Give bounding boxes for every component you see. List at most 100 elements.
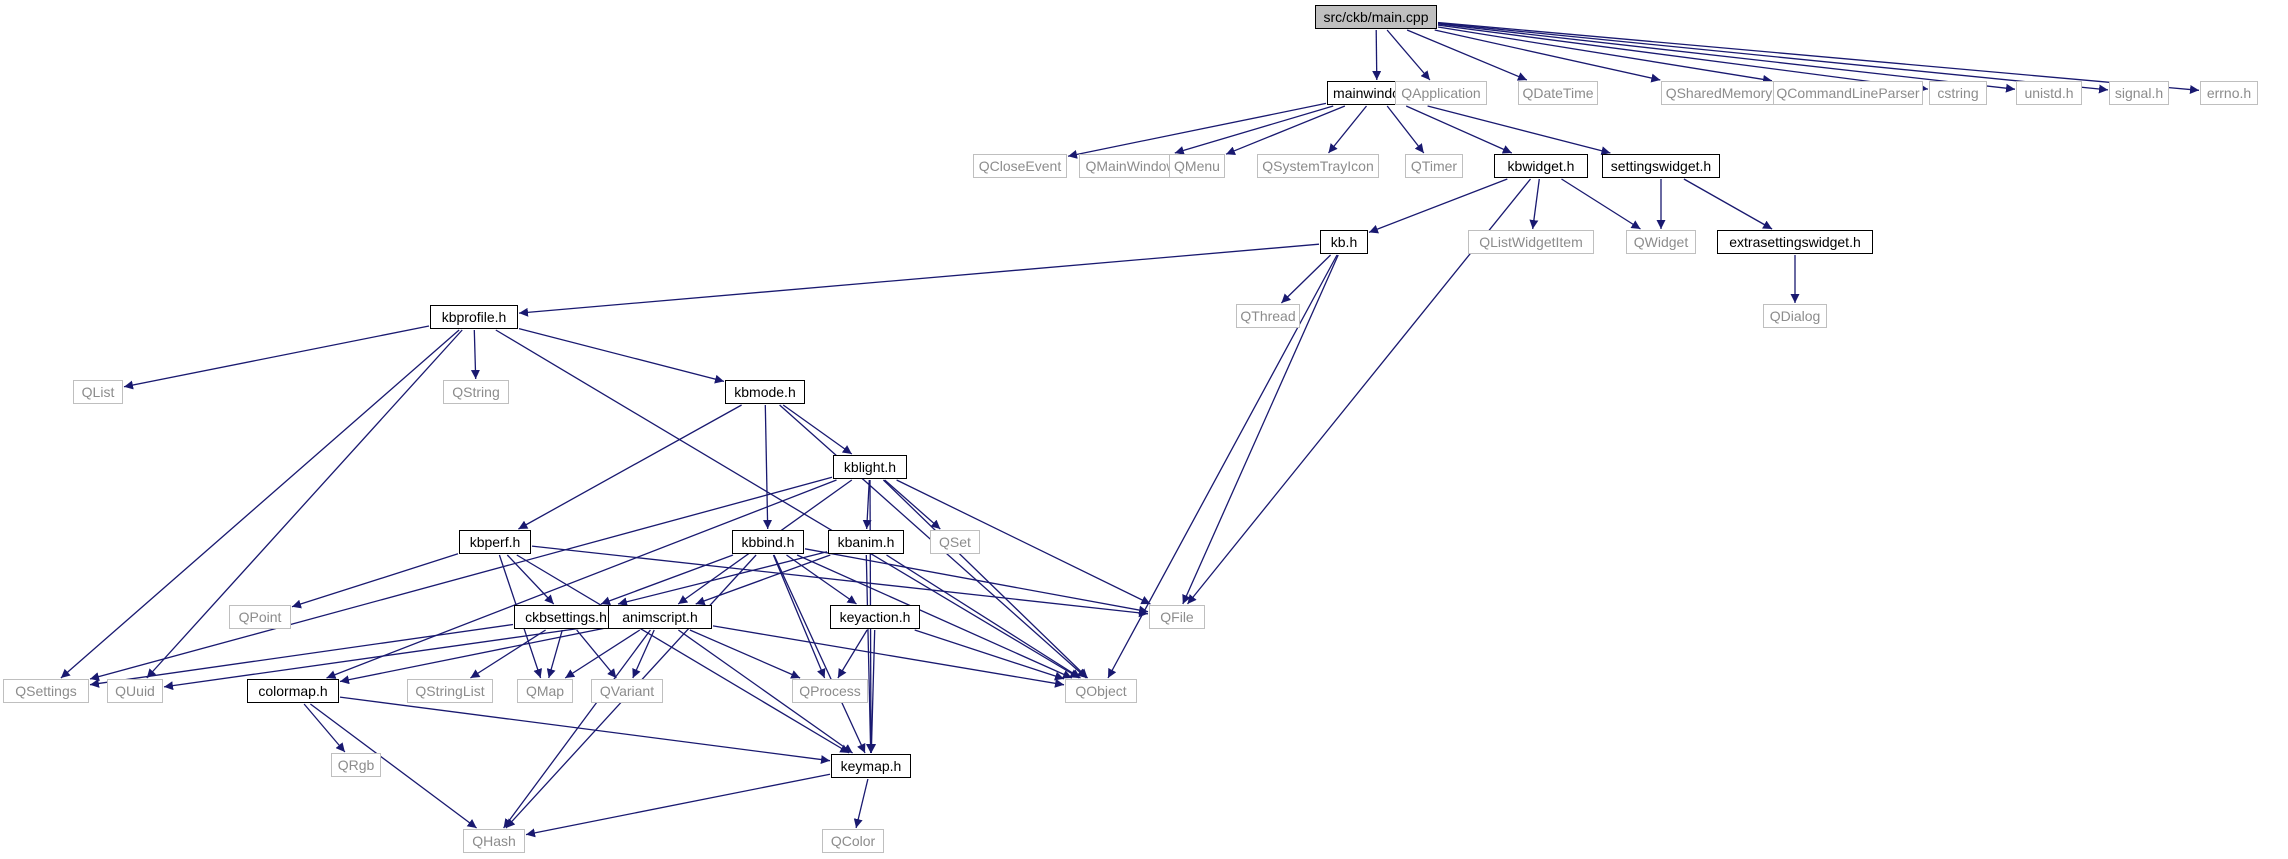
node-label: QVariant xyxy=(599,683,655,699)
edge-mainwindow-to-qmainwindow xyxy=(1174,105,1334,155)
node-keymap-h[interactable]: keymap.h xyxy=(831,754,911,778)
edge-kbprofile-to-qobject xyxy=(495,329,1080,679)
node-label: QColor xyxy=(830,833,876,849)
node-qpoint: QPoint xyxy=(229,605,291,629)
node-qcloseevent: QCloseEvent xyxy=(973,154,1067,178)
node-qdatetime: QDateTime xyxy=(1518,81,1598,105)
edge-settingswidget-to-extrasettingswidget xyxy=(1683,178,1773,230)
node-kbwidget-h[interactable]: kbwidget.h xyxy=(1494,154,1588,178)
node-kbperf-h[interactable]: kbperf.h xyxy=(459,530,531,554)
node-label: QProcess xyxy=(799,683,861,699)
edge-keymap-to-qhash xyxy=(525,773,831,838)
node-label: QCloseEvent xyxy=(978,158,1062,174)
node-label: QMenu xyxy=(1174,158,1220,174)
node-colormap-h[interactable]: colormap.h xyxy=(247,679,339,703)
node-label: QApplication xyxy=(1401,85,1481,101)
node-label: QSettings xyxy=(15,683,77,699)
node-label: QPoint xyxy=(238,609,282,625)
edge-ckbsettings-to-qstringlist xyxy=(470,629,546,679)
edge-kbbind-to-qobject xyxy=(796,554,1073,679)
node-label: ckbsettings.h xyxy=(525,609,607,625)
node-qstringlist: QStringList xyxy=(407,679,493,703)
edge-kbbind-to-qfile xyxy=(804,548,1149,615)
node-kb-h[interactable]: kb.h xyxy=(1320,230,1368,254)
edge-kbbind-to-keymap xyxy=(773,554,866,754)
node-label: QSystemTrayIcon xyxy=(1262,158,1374,174)
edge-kblight-to-qsettings xyxy=(89,476,833,681)
edge-kblight-to-qobject xyxy=(882,479,1089,679)
node-kbbind-h[interactable]: kbbind.h xyxy=(732,530,804,554)
edge-mainwindow-to-qsystemtrayicon xyxy=(1327,105,1368,154)
edge-kbanim-to-ckbsettings xyxy=(617,551,828,607)
node-settingswidget-h[interactable]: settingswidget.h xyxy=(1602,154,1720,178)
edge-main-to-cstring xyxy=(1437,24,1929,93)
edge-kbperf-to-qfile xyxy=(531,545,1149,618)
node-qsystemtrayicon: QSystemTrayIcon xyxy=(1257,154,1379,178)
edge-mainwindow-to-kbwidget xyxy=(1405,105,1513,154)
edge-kbprofile-to-qsettings xyxy=(60,329,460,679)
node-label: settingswidget.h xyxy=(1610,158,1712,174)
edge-mainwindow-to-qtimer xyxy=(1386,105,1425,154)
node-qthread: QThread xyxy=(1236,304,1300,328)
edge-keymap-to-qcolor xyxy=(853,778,869,829)
edge-kbbind-to-qprocess xyxy=(772,554,826,679)
edge-main-to-mainwindow xyxy=(1372,29,1382,81)
node-kbanim-h[interactable]: kbanim.h xyxy=(828,530,904,554)
edge-keyaction-to-keymap xyxy=(867,629,877,754)
node-qvariant: QVariant xyxy=(591,679,663,703)
node-keyaction-h[interactable]: keyaction.h xyxy=(830,605,920,629)
edge-kbmode-to-kblight xyxy=(782,404,853,455)
node-label: QString xyxy=(452,384,500,400)
node-qsettings: QSettings xyxy=(3,679,89,703)
edge-animscript-to-colormap xyxy=(339,627,608,685)
node-qdialog: QDialog xyxy=(1763,304,1827,328)
edge-kb-to-kbprofile xyxy=(518,243,1320,317)
edge-kbperf-to-qpoint xyxy=(291,553,459,609)
node-qmenu: QMenu xyxy=(1169,154,1225,178)
node-label: kbbind.h xyxy=(741,534,795,550)
edge-mainwindow-to-settingswidget xyxy=(1427,105,1611,156)
edge-kbprofile-to-kbmode xyxy=(518,327,725,384)
node-label: QRgb xyxy=(337,757,375,773)
edge-kbbind-to-keyaction xyxy=(786,554,857,605)
edge-main-to-unistd xyxy=(1437,23,2016,93)
node-main-cpp: src/ckb/main.cpp xyxy=(1315,5,1437,29)
node-label: QListWidgetItem xyxy=(1479,234,1583,250)
node-qtimer: QTimer xyxy=(1405,154,1463,178)
node-qrgb: QRgb xyxy=(331,753,381,777)
edge-main-to-signal xyxy=(1437,22,2109,94)
edge-layer xyxy=(60,21,2200,838)
edge-keyaction-to-qobject xyxy=(914,629,1065,681)
edge-kbanim-to-animscript xyxy=(695,554,831,606)
edge-keyaction-to-qprocess xyxy=(837,629,868,679)
node-label: QCommandLineParser xyxy=(1776,85,1920,101)
node-kbmode-h[interactable]: kbmode.h xyxy=(725,380,805,404)
edge-kblight-to-qset xyxy=(884,479,941,530)
node-label: kbperf.h xyxy=(469,534,521,550)
node-extrasettingswidget-h[interactable]: extrasettingswidget.h xyxy=(1717,230,1873,254)
node-qmainwindow: QMainWindow xyxy=(1079,154,1183,178)
node-ckbsettings-h[interactable]: ckbsettings.h xyxy=(514,605,618,629)
edge-kbperf-to-ckbsettings xyxy=(506,554,555,605)
node-errno-h: errno.h xyxy=(2200,81,2258,105)
node-qmap: QMap xyxy=(517,679,573,703)
edge-kbanim-to-keymap xyxy=(865,554,875,754)
node-label: QStringList xyxy=(415,683,485,699)
node-kbprofile-h[interactable]: kbprofile.h xyxy=(430,305,518,329)
edge-main-to-qcommandlineparser xyxy=(1437,26,1773,84)
node-label: unistd.h xyxy=(2024,85,2074,101)
node-kblight-h[interactable]: kblight.h xyxy=(833,455,907,479)
node-label: QList xyxy=(81,384,115,400)
edge-ckbsettings-to-qsettings xyxy=(89,623,514,688)
node-label: kbmode.h xyxy=(734,384,796,400)
edge-animscript-to-qmap xyxy=(564,629,641,679)
edge-kbwidget-to-qwidget xyxy=(1561,178,1641,230)
edge-mainwindow-to-qmenu xyxy=(1225,105,1346,155)
edge-kbperf-to-keymap xyxy=(516,554,850,754)
edge-mainwindow-to-qcloseevent xyxy=(1067,102,1327,159)
edge-animscript-to-qobject xyxy=(712,625,1065,688)
node-animscript-h[interactable]: animscript.h xyxy=(608,605,712,629)
node-qcolor: QColor xyxy=(822,829,884,853)
node-label: kbprofile.h xyxy=(441,309,507,325)
edge-kblight-to-qfile xyxy=(896,479,1151,605)
